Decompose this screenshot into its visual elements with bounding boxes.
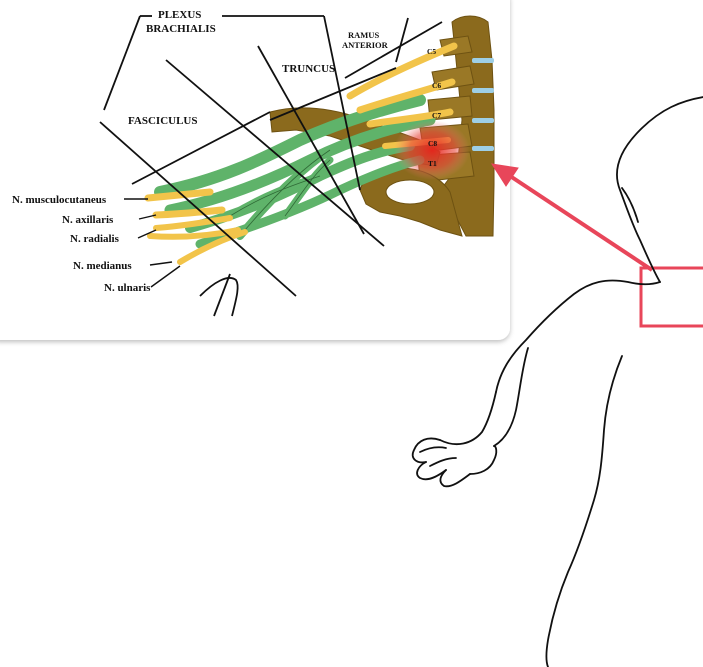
- label-radialis: N. radialis: [70, 233, 120, 245]
- label-c6: C6: [432, 81, 441, 90]
- label-fasciculus: FASCICULUS: [128, 115, 197, 127]
- label-c5: C5: [427, 47, 436, 56]
- label-c7: C7: [432, 111, 441, 120]
- label-ramus-2: ANTERIOR: [342, 40, 389, 50]
- label-medianus: N. medianus: [73, 260, 132, 272]
- lesion-highlight: [394, 120, 470, 180]
- label-ramus-1: RAMUS: [348, 30, 379, 40]
- label-plexus-2: BRACHIALIS: [146, 23, 216, 35]
- callout-box: [641, 268, 703, 326]
- label-c8: C8: [428, 139, 437, 148]
- label-ulnaris: N. ulnaris: [104, 282, 151, 294]
- label-musculocutaneus: N. musculocutaneus: [12, 194, 107, 206]
- label-truncus: TRUNCUS: [282, 63, 335, 75]
- callout-arrow: [492, 164, 652, 270]
- label-axillaris: N. axillaris: [62, 214, 114, 226]
- label-plexus-1: PLEXUS: [158, 9, 201, 21]
- label-t1: T1: [428, 159, 437, 168]
